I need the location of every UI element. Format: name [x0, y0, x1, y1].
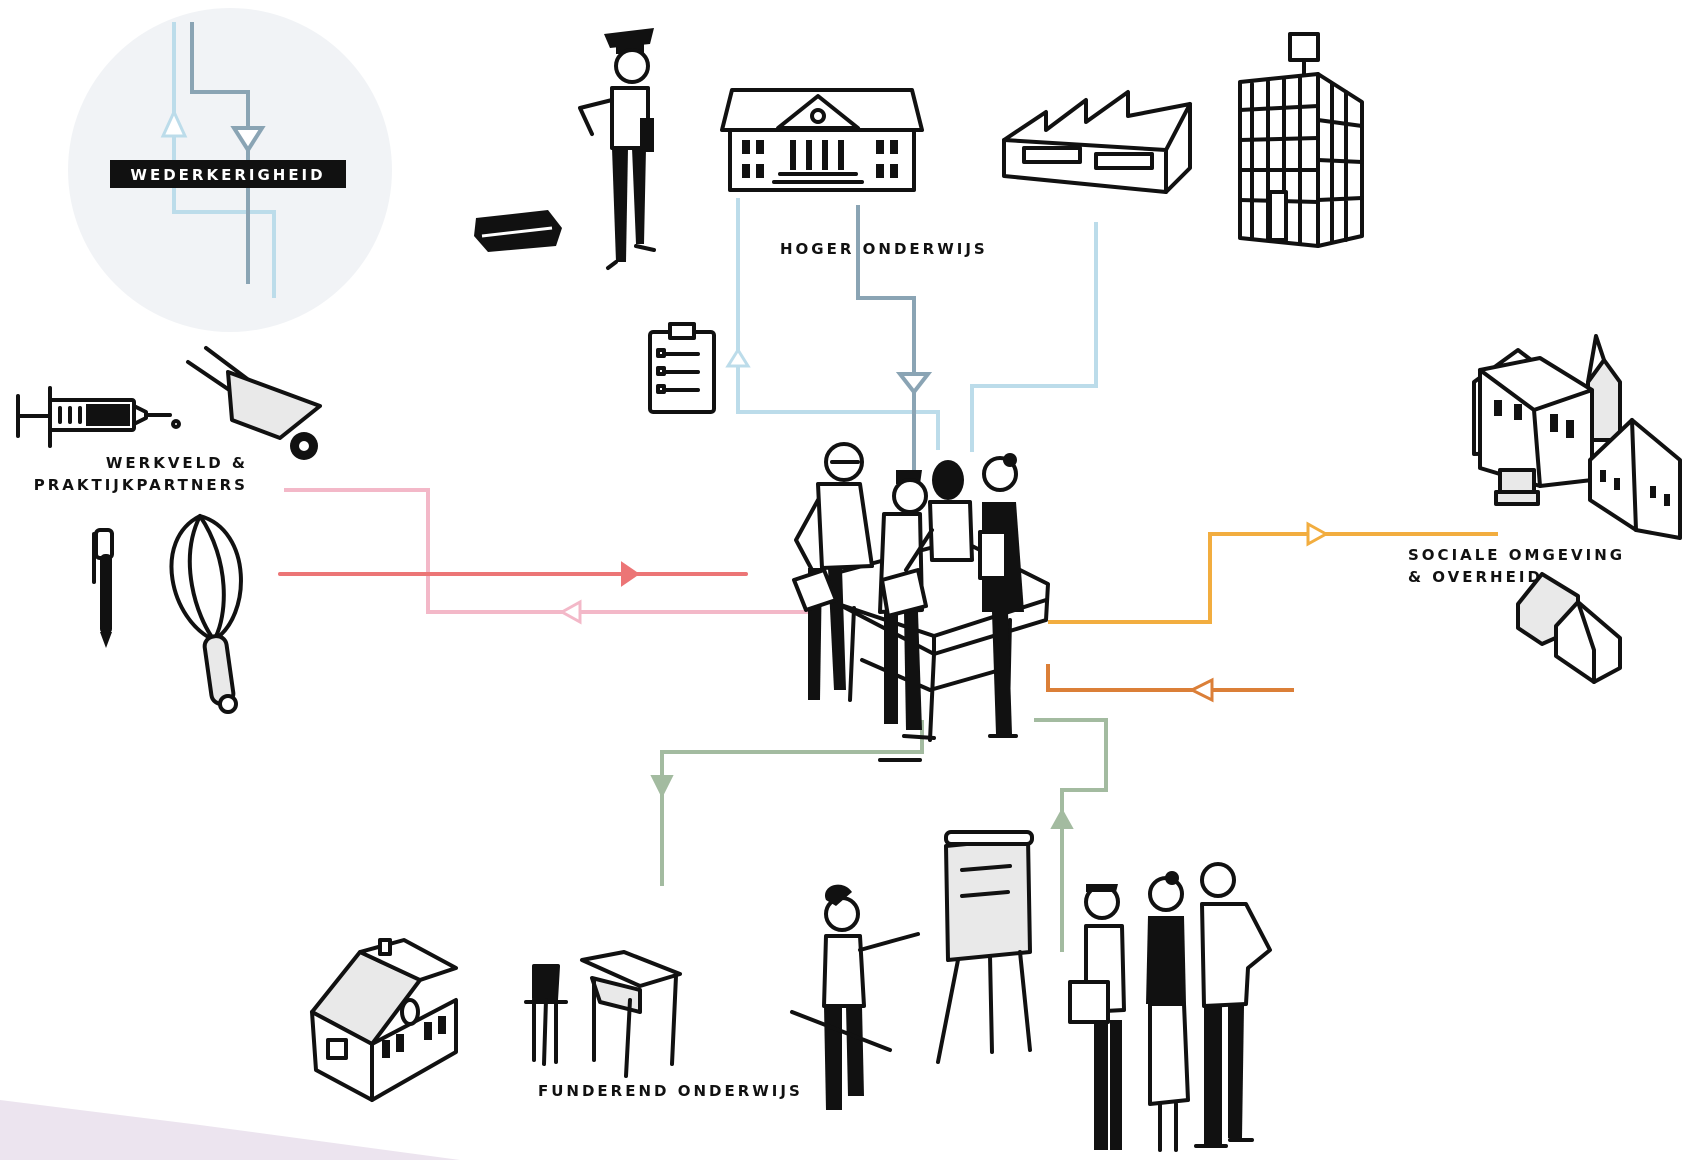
church-village-icon	[1472, 334, 1682, 540]
sociale-orange-flow	[1048, 532, 1498, 624]
wheelbarrow-icon	[186, 346, 322, 460]
clipboard-icon	[648, 322, 716, 414]
label-werkveld-line2: PRAKTIJKPARTNERS	[34, 476, 248, 494]
reciprocity-legend: WEDERKERIGHEID	[68, 8, 392, 332]
sociale-burnt-arrow	[1188, 677, 1214, 703]
werkveld-soft-arrow	[558, 599, 582, 625]
legend-dark-arrow	[230, 126, 266, 154]
hoger-dark-flow	[856, 205, 916, 538]
label-sociale-line2: & OVERHEID	[1408, 568, 1543, 586]
sociale-burnt-flow	[1046, 664, 1294, 692]
school-desk-icon	[524, 950, 682, 1078]
office-tower-icon	[1238, 32, 1364, 248]
label-werkveld-line1: WERKVELD &	[106, 454, 248, 472]
syringe-icon	[16, 386, 181, 448]
label-funderend-onderwijs: FUNDEREND ONDERWIJS	[538, 1082, 803, 1100]
funderend-down-flow	[660, 720, 924, 886]
hoger-light-flow-up	[736, 198, 940, 450]
legend-title: WEDERKERIGHEID	[130, 166, 325, 184]
whisk-icon	[169, 514, 243, 714]
funderend-up-flow	[1034, 718, 1108, 952]
hoger-light-flow-right	[970, 222, 1098, 452]
werkveld-strong-arrow	[621, 561, 640, 587]
team-at-table-icon	[792, 442, 1050, 762]
flipchart-presenter-icon	[790, 830, 1034, 1110]
sociale-orange-arrow	[1306, 521, 1330, 547]
pen-icon	[92, 528, 114, 648]
ground-shadow	[0, 1100, 460, 1160]
label-hoger-onderwijs: HOGER ONDERWIJS	[780, 240, 988, 258]
house-icon	[1516, 572, 1622, 684]
graduate-icon	[578, 28, 656, 270]
funderend-up-arrow	[1050, 807, 1074, 829]
funderend-down-arrow	[650, 775, 674, 799]
legend-title-bar	[110, 160, 346, 188]
hoger-light-arrow	[725, 347, 751, 368]
factory-icon	[1002, 90, 1192, 194]
flow-lines	[278, 198, 1498, 952]
legend-light-arrow	[160, 108, 188, 138]
school-building-icon	[310, 938, 458, 1102]
university-building-icon	[720, 88, 924, 192]
werkveld-soft-flow	[284, 488, 808, 614]
label-sociale-line1: SOCIALE OMGEVING	[1408, 546, 1625, 564]
hoger-dark-arrow	[895, 372, 933, 396]
group-of-people-icon	[1068, 862, 1272, 1152]
book-icon	[474, 210, 562, 252]
